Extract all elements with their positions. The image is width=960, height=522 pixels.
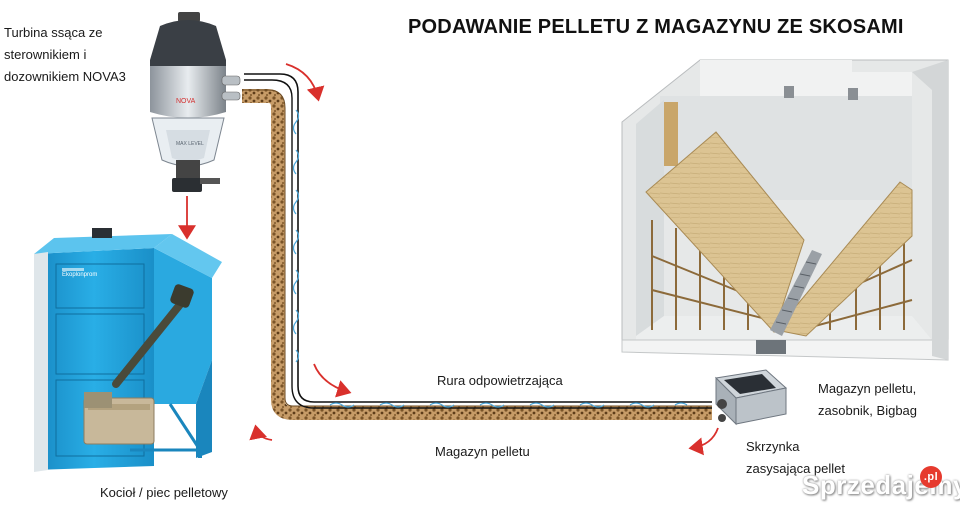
pellet-magazine-cutaway	[621, 59, 949, 361]
magazine-label-line-2: zasobnik, Bigbag	[818, 403, 918, 418]
turbine-brand-badge: NOVA	[176, 98, 196, 105]
boiler-label: Kocioł / piec pelletowy	[100, 485, 228, 500]
magazine-label-line-1: Magazyn pelletu,	[818, 381, 917, 396]
vent-pipe-label: Rura odpowietrzająca	[437, 373, 563, 388]
turbine-label-line-3: dozownikiem NOVA3	[4, 69, 126, 84]
flow-arrows	[178, 63, 719, 456]
arrow-vent-top	[285, 63, 325, 102]
turbine-label: Turbina ssąca ze sterownikiem i dozownik…	[4, 22, 154, 88]
air-flow-swirls	[292, 109, 688, 408]
pellet-storage-pipe	[242, 89, 712, 420]
turbine-label-line-1: Turbina ssąca ze	[4, 25, 103, 40]
suction-turbine-nova3	[150, 12, 241, 192]
magazine-label: Magazyn pelletu, zasobnik, Bigbag	[818, 378, 958, 422]
suction-box-label: Skrzynka zasysająca pellet	[746, 436, 886, 480]
turbine-level-badge: MAX LEVEL	[176, 141, 204, 147]
watermark-badge: .pl	[920, 466, 942, 488]
page-title: PODAWANIE PELLETU Z MAGAZYNU ZE SKOSAMI	[408, 16, 904, 38]
suction-box-label-line-1: Skrzynka	[746, 439, 800, 454]
arrow-vent-bottom	[313, 363, 352, 398]
arrow-box-out	[688, 427, 719, 456]
watermark-logo: Sprzedajemy .pl	[802, 466, 960, 501]
turbine-label-line-2: sterownikiem i	[4, 47, 87, 62]
storage-pipe-label: Magazyn pelletu	[435, 444, 530, 459]
arrow-pellet-corner	[249, 424, 273, 441]
suction-box-label-line-2: zasysająca pellet	[746, 461, 845, 476]
suction-box	[714, 369, 788, 426]
boiler-brand-badge: Ekoplonprom	[62, 272, 97, 278]
pellet-boiler	[34, 228, 222, 472]
